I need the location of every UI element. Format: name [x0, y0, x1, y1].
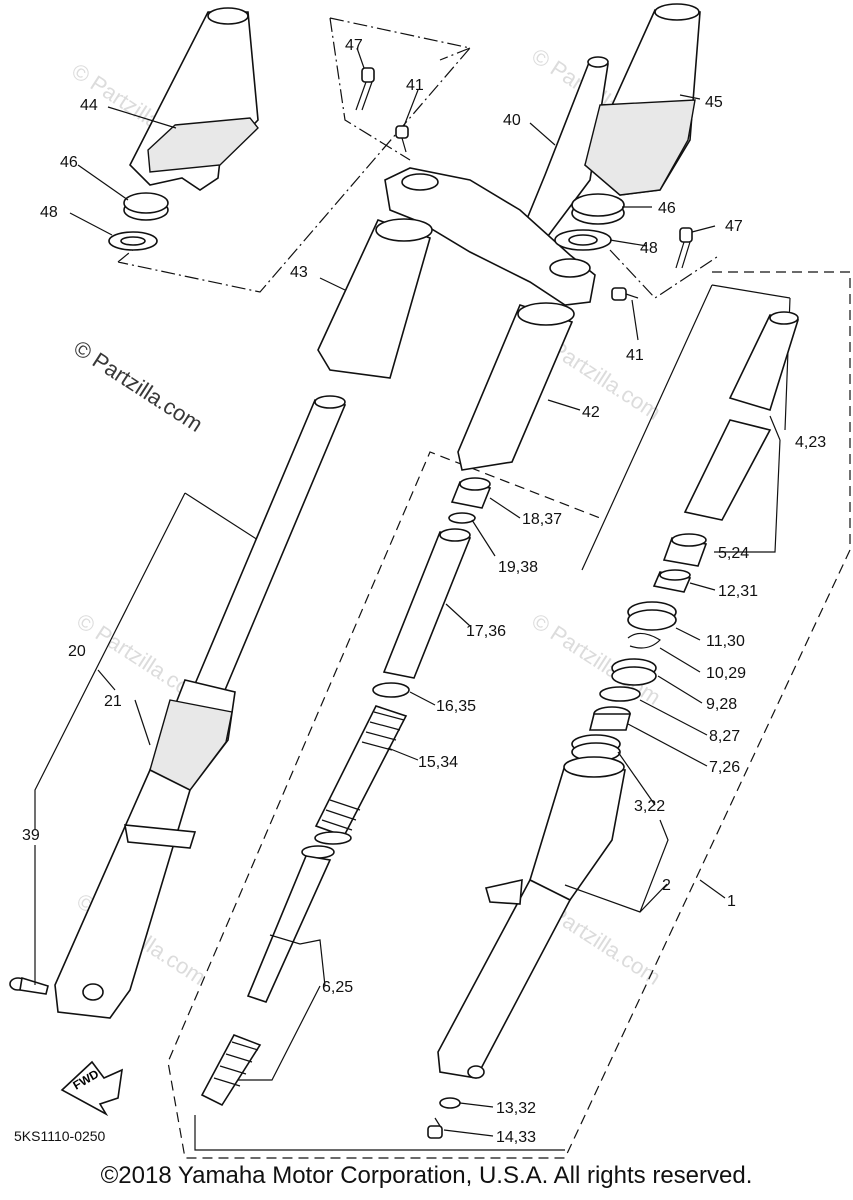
- callout-19-38: 19,38: [498, 559, 538, 576]
- callout-42: 42: [582, 404, 600, 421]
- callout-21: 21: [104, 693, 122, 710]
- callout-18-37: 18,37: [522, 511, 562, 528]
- nut-46-left: [123, 192, 169, 221]
- inner-fork-outline: [194, 284, 791, 1151]
- fork-cover-45: [584, 3, 701, 196]
- callout-8-27: 8,27: [709, 728, 740, 745]
- callout-48-left: 48: [40, 204, 58, 221]
- bolt-47-left: [355, 67, 375, 111]
- callout-1: 1: [727, 893, 736, 910]
- diagram-code: 5KS1110-0250: [14, 1128, 106, 1144]
- seal-3-22: [571, 734, 621, 762]
- left-fork-bracket: [34, 492, 259, 830]
- fork-cover-44: [129, 7, 259, 191]
- outer-tube-2: [437, 756, 626, 1079]
- washer-48-left: [108, 231, 158, 251]
- callout-47-left: 47: [345, 37, 363, 54]
- copyright-text: ©2018 Yamaha Motor Corporation, U.S.A. A…: [100, 1162, 753, 1189]
- callout-46-right: 46: [658, 200, 676, 217]
- callout-9-28: 9,28: [706, 696, 737, 713]
- callout-47-right: 47: [725, 218, 743, 235]
- inner-tube-4-23: [683, 311, 800, 521]
- callout-44: 44: [80, 97, 98, 114]
- rebound-spring: [200, 1033, 262, 1107]
- callout-43: 43: [290, 264, 308, 281]
- callout-4-23: 4,23: [795, 434, 826, 451]
- callout-5-24: 5,24: [718, 545, 749, 562]
- upper-bracket-outline: [117, 17, 721, 299]
- callout-46-left: 46: [60, 154, 78, 171]
- callout-14-33: 14,33: [496, 1129, 536, 1146]
- callout-40: 40: [503, 112, 521, 129]
- callout-10-29: 10,29: [706, 665, 746, 682]
- bolt-39: [9, 976, 49, 995]
- callout-17-36: 17,36: [466, 623, 506, 640]
- washer-8-27: [599, 686, 641, 702]
- fwd-arrow-icon: FWD: [60, 1060, 123, 1117]
- callout-41-bottom: 41: [626, 347, 644, 364]
- callout-2: 2: [662, 877, 671, 894]
- o-ring-19-38: [448, 512, 476, 524]
- callout-12-31: 12,31: [718, 583, 758, 600]
- bolt-41-bottom: [611, 287, 639, 301]
- callout-7-26: 7,26: [709, 759, 740, 776]
- slide-bush-5-24: [662, 533, 708, 567]
- callout-20: 20: [68, 643, 86, 660]
- bolt-14-33: [427, 1117, 443, 1139]
- callout-3-22: 3,22: [634, 798, 665, 815]
- bushing-12-31: [652, 569, 692, 593]
- oil-seal-9-28: [611, 658, 657, 686]
- washer-48-right: [554, 229, 612, 251]
- spacer-17-36: [382, 528, 472, 679]
- bushing-7-26: [588, 706, 632, 731]
- left-fork-assembly: [54, 395, 347, 1019]
- watermark-main: © Partzilla.com: [69, 335, 207, 437]
- damper-rod-6-25: [246, 845, 335, 1003]
- washer-16-35: [372, 682, 410, 698]
- callout-11-30: 11,30: [706, 633, 745, 650]
- callout-39: 39: [22, 827, 40, 844]
- callout-6-25: 6,25: [322, 979, 353, 996]
- washer-13-32: [439, 1097, 461, 1109]
- bolt-41-top: [395, 125, 409, 153]
- circlip: [314, 831, 352, 845]
- clip-10-29: [627, 632, 661, 649]
- callout-13-32: 13,32: [496, 1100, 536, 1117]
- nut-46-right: [571, 193, 625, 225]
- dust-seal-11-30: [627, 601, 677, 631]
- right-assembly-outline: [167, 271, 851, 1159]
- cap-bolt-18-37: [450, 477, 492, 509]
- callout-48-right: 48: [640, 240, 658, 257]
- callout-16-35: 16,35: [436, 698, 476, 715]
- bolt-47-right: [675, 227, 693, 269]
- callout-15-34: 15,34: [418, 754, 458, 771]
- callouts: 44 46 48 47 41 40 45 46 48 47 41 43 42 4…: [22, 37, 826, 1146]
- leader-lines: [34, 47, 781, 1137]
- callout-41-top: 41: [406, 77, 424, 94]
- tube-cover-42: [457, 302, 575, 471]
- spring-15-34: [314, 705, 408, 837]
- callout-45: 45: [705, 94, 723, 111]
- tube-cover-43: [317, 218, 433, 379]
